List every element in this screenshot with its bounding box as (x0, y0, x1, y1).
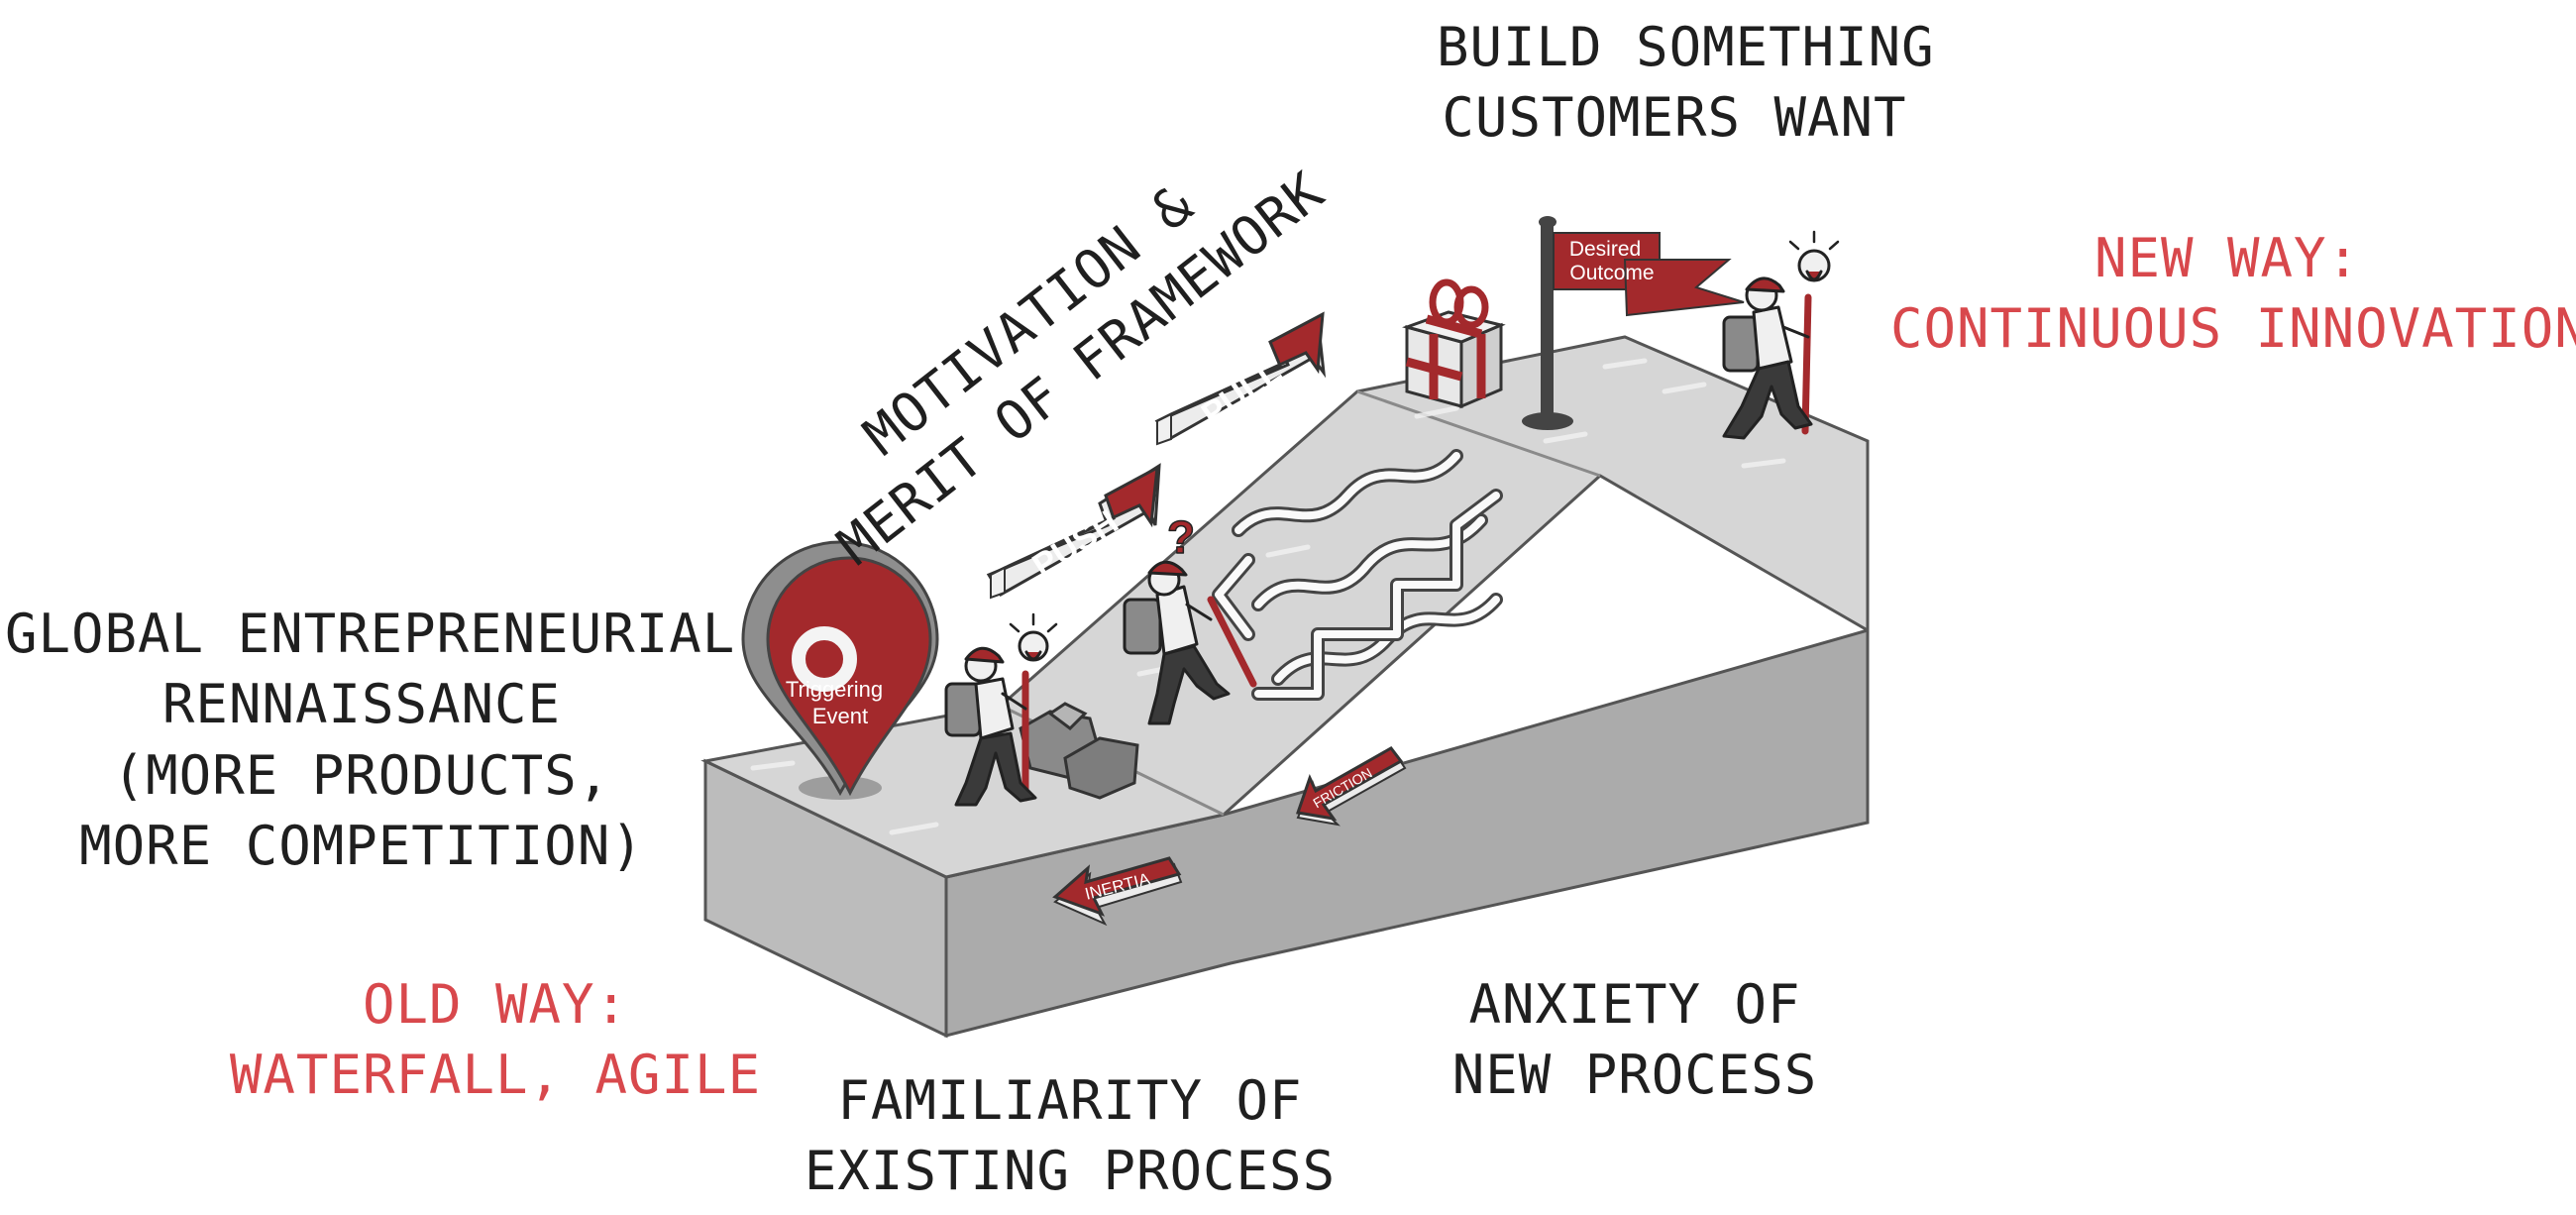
triggering-label-1: Triggering (786, 677, 883, 702)
hiker-2: ? (1123, 510, 1257, 725)
old-way-label: OLD WAY: WATERFALL, AGILE (228, 969, 763, 1111)
gift-box (1402, 278, 1506, 409)
global-renaissance-label: GLOBAL ENTREPRENEURIAL RENNAISSANCE (MOR… (5, 599, 736, 881)
global-line-4: MORE COMPETITION) (79, 814, 644, 877)
build-line-1: BUILD SOMETHING (1437, 16, 1935, 78)
build-something-label: BUILD SOMETHING CUSTOMERS WANT (1437, 12, 1935, 154)
triggering-label-2: Event (812, 704, 868, 728)
hiker-1 (944, 612, 1058, 807)
global-line-3: (MORE PRODUCTS, (112, 743, 611, 807)
new-way-line-1: NEW WAY: (2093, 227, 2361, 289)
anxiety-line-1: ANXIETY OF (1468, 973, 1801, 1036)
pull-label: PULL (1195, 353, 1289, 434)
old-way-line-1: OLD WAY: (362, 973, 629, 1036)
new-way-label: NEW WAY: CONTINUOUS INNOVATION (1890, 223, 2576, 365)
global-line-2: RENNAISSANCE (161, 673, 562, 736)
question-mark: ? (1167, 511, 1195, 563)
triggering-event-pin: Triggering Event (741, 540, 939, 800)
familiarity-label: FAMILIARITY OF EXISTING PROCESS (793, 1065, 1347, 1207)
desired-label-1: Desired (1569, 238, 1641, 261)
familiarity-line-2: EXISTING PROCESS (804, 1140, 1337, 1203)
build-line-2: CUSTOMERS WANT (1442, 86, 1907, 150)
global-line-1: GLOBAL ENTREPRENEURIAL (5, 603, 736, 665)
anxiety-line-2: NEW PROCESS (1451, 1044, 1818, 1107)
push-arrow: PUSH (986, 463, 1161, 600)
new-way-line-2: CONTINUOUS INNOVATION (1890, 297, 2576, 361)
anxiety-label: ANXIETY OF NEW PROCESS (1427, 969, 1843, 1111)
familiarity-line-1: FAMILIARITY OF (837, 1069, 1303, 1132)
desired-label-2: Outcome (1569, 262, 1654, 284)
maze-path (1212, 449, 1503, 701)
slope-top-edge (1356, 389, 1601, 478)
old-way-line-2: WATERFALL, AGILE (229, 1044, 762, 1107)
desired-outcome-flag: Desired Outcome (1522, 216, 1745, 430)
rocks (1019, 702, 1139, 800)
hiker-3 (1722, 230, 1840, 440)
push-label: PUSH (1026, 502, 1126, 585)
